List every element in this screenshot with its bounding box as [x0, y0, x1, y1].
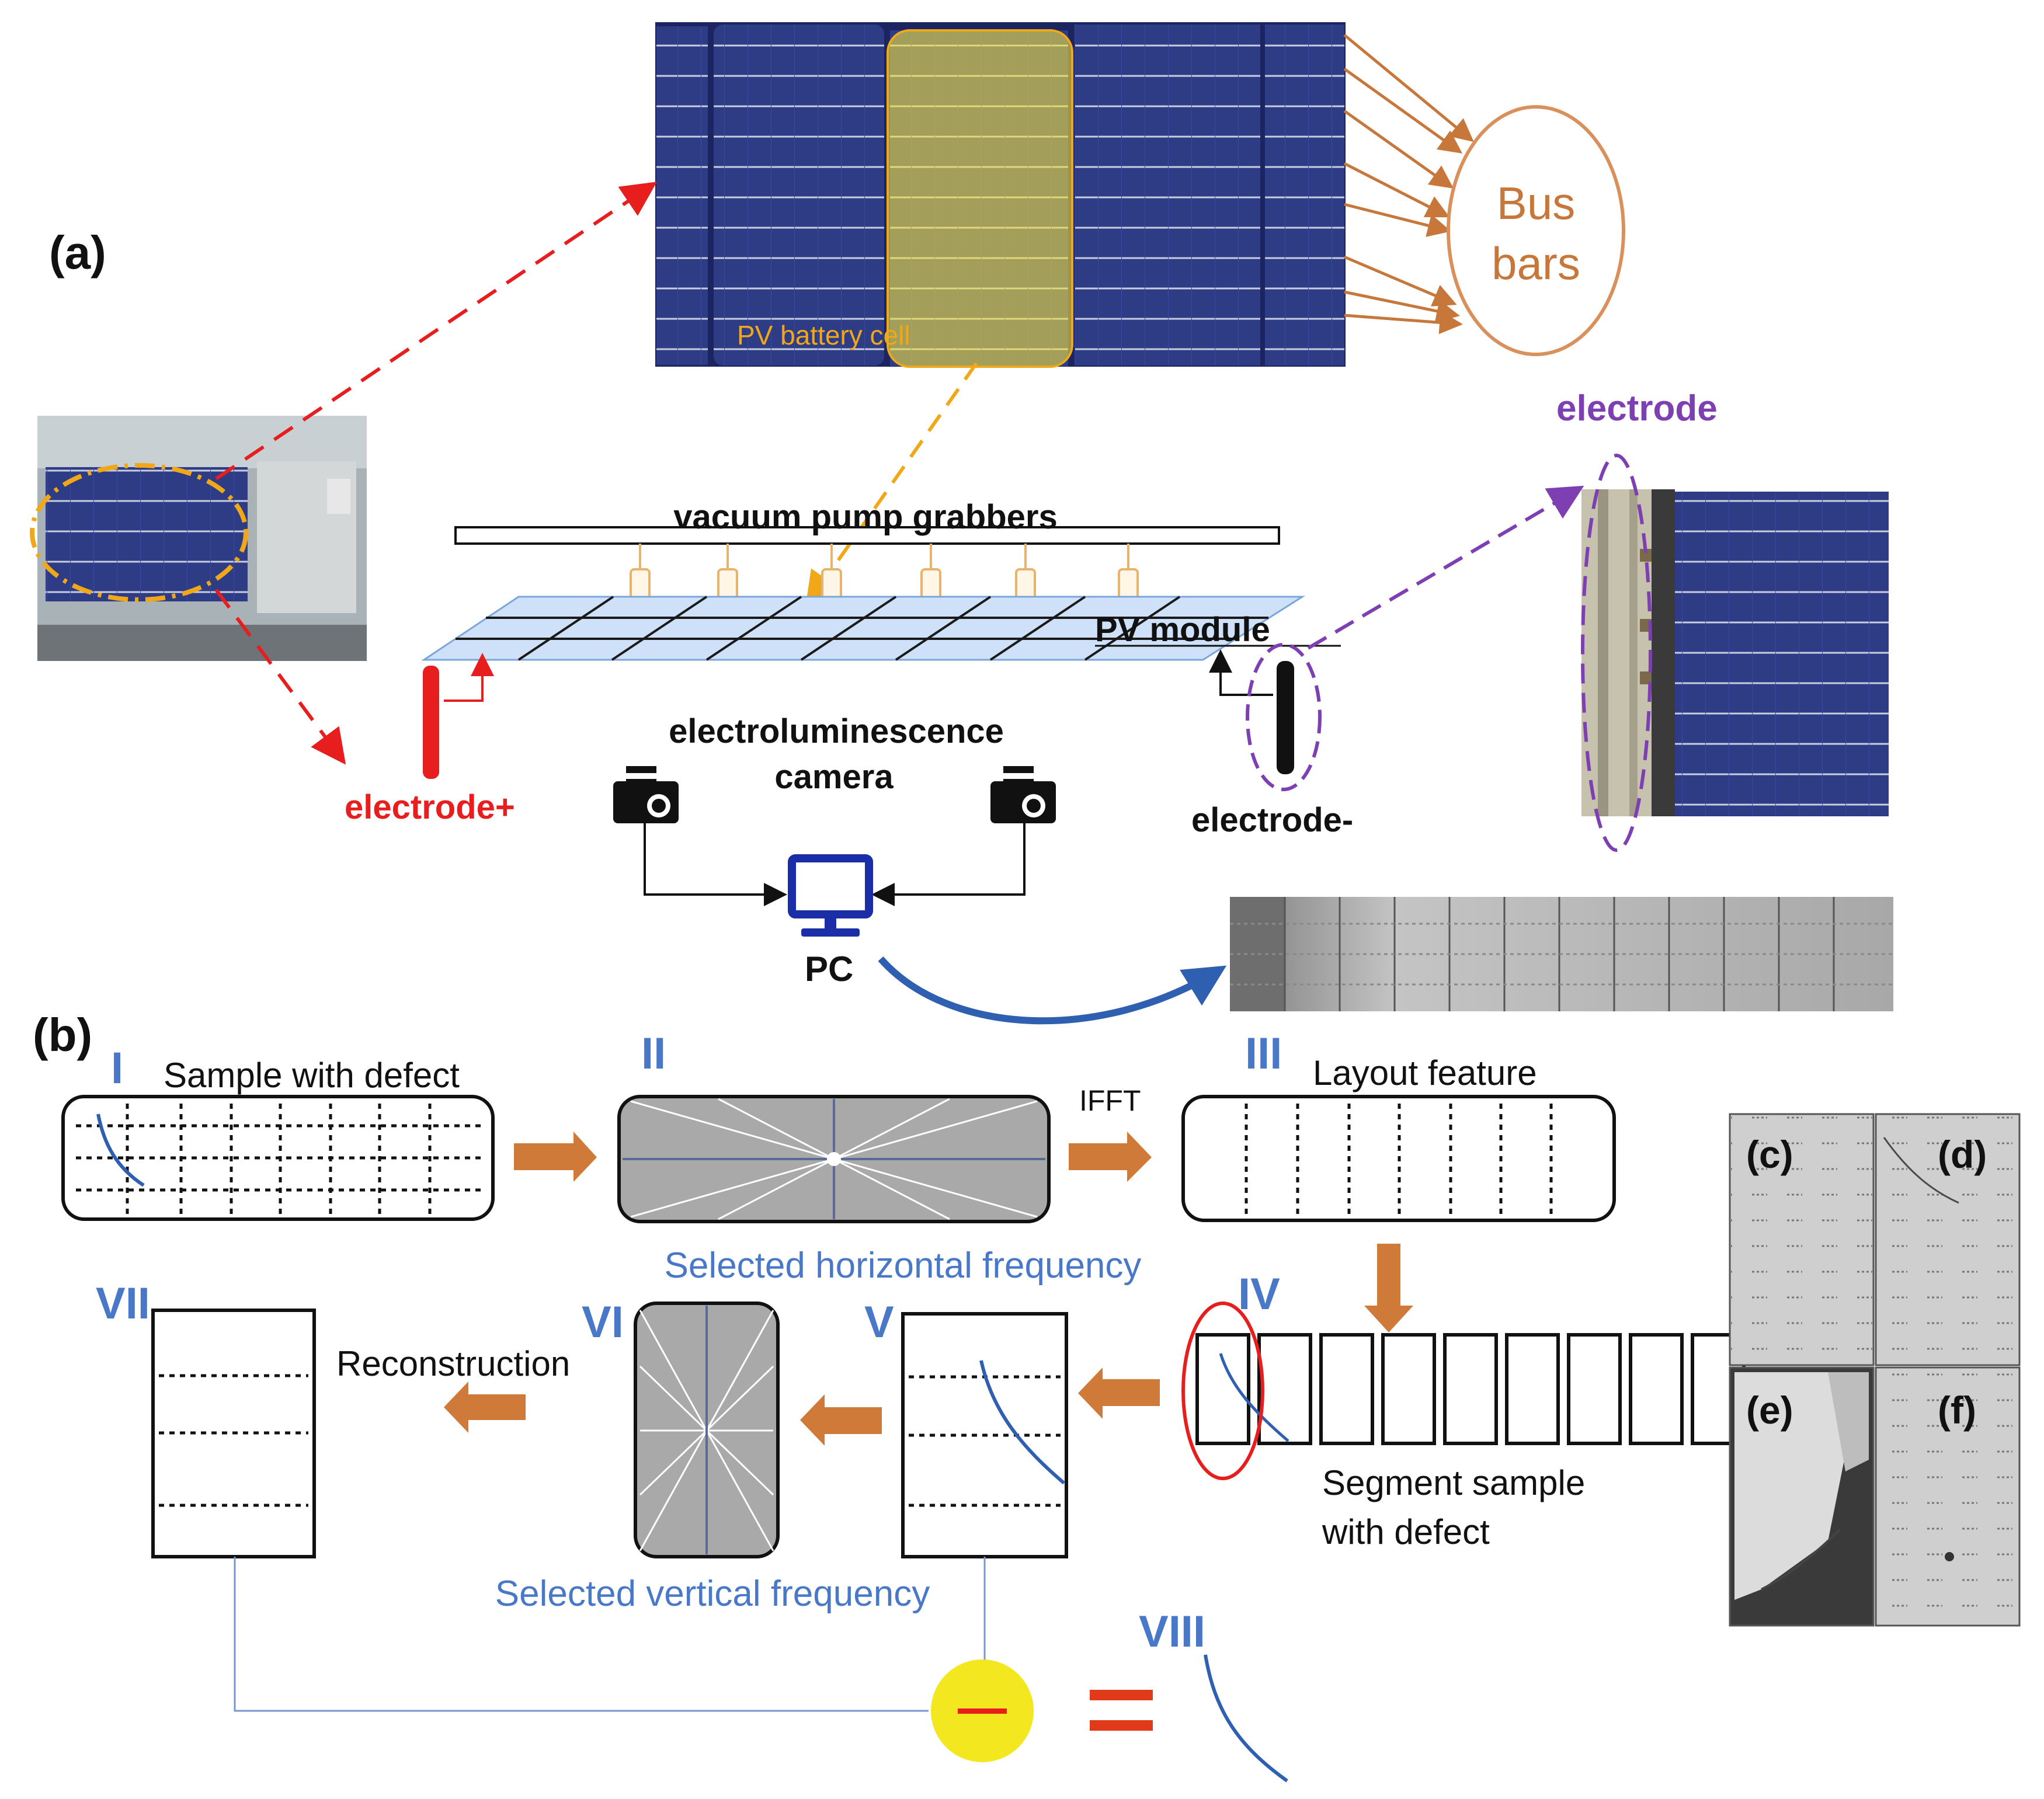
- step-viii-numeral: VIII: [1139, 1607, 1205, 1657]
- purple-dashed-arrow: [1307, 485, 1584, 650]
- pv-module-plate: [421, 596, 1306, 661]
- bus-bars-ellipse: [1447, 105, 1625, 356]
- step-v-numeral: V: [864, 1297, 894, 1347]
- arrow-i-to-ii: [514, 1132, 597, 1182]
- panel-f-label: (f): [1938, 1389, 1976, 1432]
- electrode-closeup-photo: [1581, 489, 1889, 816]
- step-iv-numeral: IV: [1238, 1269, 1280, 1319]
- minus-operator-bar: [958, 1708, 1007, 1714]
- orange-dashed-arrow: [805, 362, 978, 607]
- vii-to-minus-line: [234, 1557, 929, 1712]
- camera-left-icon: [613, 766, 679, 823]
- reconstruction-label: Reconstruction: [336, 1344, 570, 1383]
- step-v-segment-panel: [901, 1312, 1068, 1558]
- step-vii-numeral: VII: [96, 1279, 150, 1328]
- electrode-plus-bar: [423, 666, 439, 779]
- factory-photo: [30, 416, 367, 661]
- step-vii-reconstructed-panel: [151, 1309, 316, 1558]
- el-panel-c: [1729, 1113, 1875, 1366]
- step-i-title: Sample with defect: [164, 1056, 460, 1095]
- step-iii-numeral: III: [1245, 1029, 1282, 1078]
- vacuum-pump-grabbers-label: vacuum pump grabbers: [673, 498, 1057, 536]
- selected-horizontal-frequency-label: Selected horizontal frequency: [665, 1245, 1142, 1286]
- el-camera-label-line2: camera: [774, 758, 894, 796]
- camera-right-wire: [871, 823, 1026, 906]
- step-iii-layout-panel: [1181, 1095, 1616, 1222]
- bus-bar-arrows: [1343, 34, 1474, 335]
- electrode-minus-connector: [1209, 649, 1273, 696]
- bus-bars-label-line2: bars: [1492, 238, 1580, 289]
- grabber-rail: [454, 526, 1280, 545]
- step-ii-numeral: II: [641, 1029, 666, 1078]
- pc-label: PC: [805, 949, 853, 989]
- red-dashed-arrow-bottom: [214, 589, 346, 765]
- ifft-label: IFFT: [1079, 1084, 1141, 1117]
- electrode-plus-label: electrode+: [345, 788, 515, 826]
- arrow-v-to-vi: [800, 1394, 882, 1446]
- step-ii-frequency-panel: [617, 1095, 1051, 1223]
- electrode-closeup-highlight: [1581, 454, 1652, 852]
- camera-right-icon: [990, 766, 1056, 823]
- pv-battery-cell-highlight: [887, 29, 1073, 368]
- step-iv-defect-curve: [1219, 1353, 1289, 1442]
- arrow-ii-to-iii: [1069, 1132, 1152, 1182]
- label-b: (b): [33, 1009, 92, 1061]
- factory-photo-highlight: [30, 463, 248, 602]
- segment-label-line2: with defect: [1322, 1512, 1490, 1551]
- pv-battery-cell-label: PV battery cell: [737, 320, 910, 350]
- panel-d-label: (d): [1938, 1133, 1987, 1176]
- panel-e-label: (e): [1746, 1389, 1793, 1432]
- electrode-minus-bar: [1277, 661, 1294, 774]
- arrow-iii-to-iv: [1364, 1244, 1413, 1332]
- el-image-strip: [1230, 897, 1893, 1011]
- selected-vertical-frequency-label: Selected vertical frequency: [495, 1574, 930, 1614]
- panel-c-label: (c): [1746, 1133, 1793, 1176]
- el-panel-f: [1875, 1366, 2021, 1627]
- arrow-iv-to-v: [1078, 1367, 1160, 1419]
- electrode-plus-connector: [444, 653, 494, 702]
- pc-monitor-icon: [788, 854, 873, 937]
- red-dashed-arrow-top: [215, 182, 657, 481]
- step-i-sample-panel: [61, 1095, 495, 1221]
- electrode-minus-label: electrode-: [1191, 801, 1353, 839]
- step-i-numeral: I: [111, 1043, 123, 1093]
- camera-left-wire: [644, 823, 787, 906]
- el-panel-d: [1875, 1113, 2021, 1366]
- el-panels-grid: [1729, 1113, 2021, 1627]
- label-a: (a): [49, 227, 106, 279]
- step-viii-defect-curve: [1204, 1654, 1288, 1783]
- pc-to-el-image-arrow: [878, 956, 1227, 1025]
- step-iv-highlight: [1181, 1302, 1264, 1480]
- step-vi-numeral: VI: [582, 1297, 624, 1347]
- step-iii-title: Layout feature: [1313, 1053, 1537, 1092]
- electrode-top-label: electrode: [1556, 388, 1718, 429]
- step-iv-segments: [1195, 1333, 1746, 1445]
- segment-label-line1: Segment sample: [1322, 1463, 1585, 1502]
- pv-panel-photo: PV battery cell: [655, 22, 1346, 368]
- equals-operator-icon: [1090, 1690, 1153, 1731]
- bus-bars-label-line1: Bus: [1497, 178, 1575, 229]
- step-vi-frequency-panel: [634, 1302, 780, 1558]
- electrode-minus-highlight: [1246, 643, 1322, 791]
- el-camera-label-line1: electroluminescence: [669, 712, 1004, 750]
- arrow-vi-to-vii: [444, 1382, 526, 1433]
- pv-module-label: PV module: [1095, 611, 1270, 649]
